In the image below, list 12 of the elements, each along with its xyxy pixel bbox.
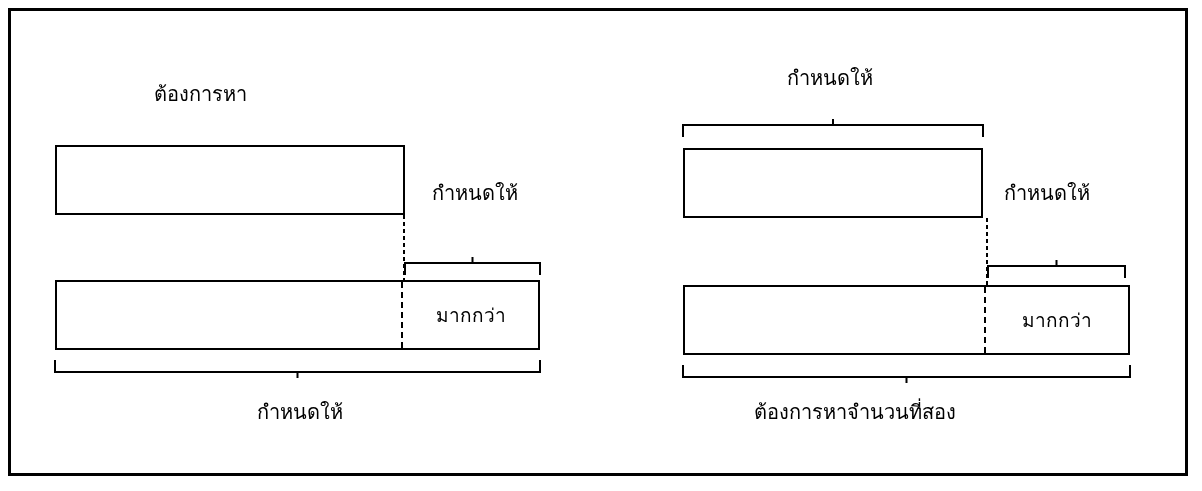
bracket-label: ต้องการหา — [153, 81, 247, 108]
bar-segment — [55, 145, 405, 215]
bracket-label: กำหนดให้ — [787, 65, 873, 92]
bracket-label: กำหนดให้ — [257, 399, 343, 426]
bracket-label: กำหนดให้ — [1004, 180, 1090, 207]
bar-segment — [683, 285, 1130, 355]
bar-segment — [55, 280, 540, 350]
bracket-label: ต้องการหาจำนวนที่สอง — [754, 397, 956, 426]
bar-segment — [683, 148, 983, 218]
part-label: มากกว่า — [1022, 308, 1092, 333]
bracket-label: กำหนดให้ — [432, 180, 518, 207]
part-label: มากกว่า — [435, 303, 506, 328]
